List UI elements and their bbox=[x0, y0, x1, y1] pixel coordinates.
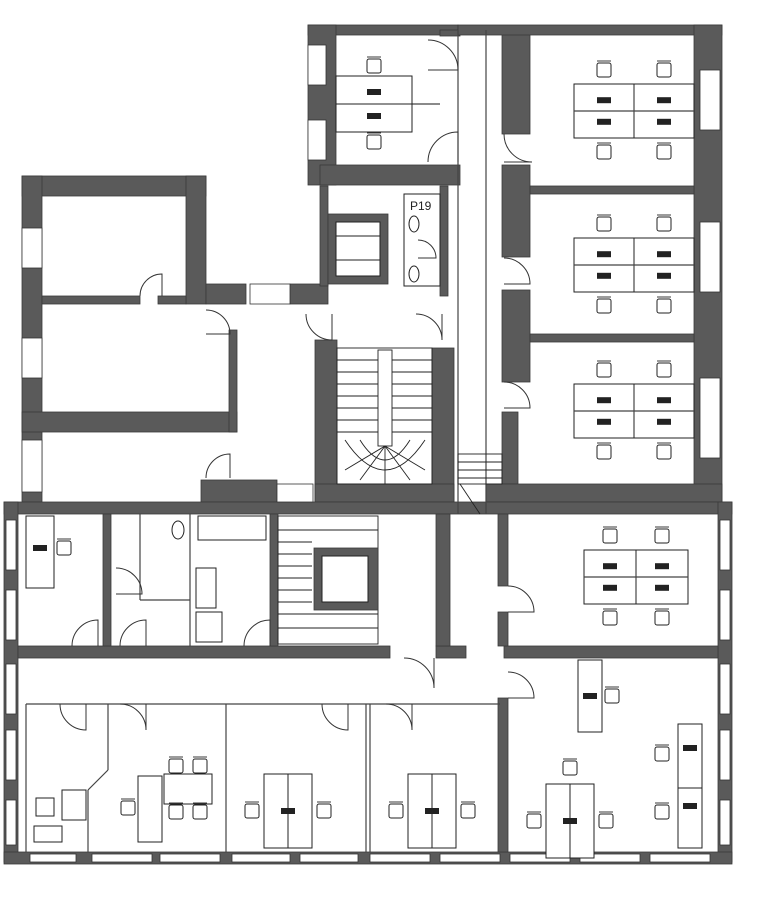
monitor bbox=[603, 563, 617, 570]
monitor bbox=[657, 272, 671, 279]
monitor bbox=[683, 745, 697, 751]
office-chair bbox=[596, 144, 612, 160]
office-chair bbox=[168, 804, 184, 820]
office-chair bbox=[366, 134, 382, 150]
room-label: P19 bbox=[410, 199, 432, 213]
monitor bbox=[33, 545, 47, 551]
lower-left-fixtures bbox=[33, 789, 87, 843]
office-chair bbox=[602, 528, 618, 544]
office-chair bbox=[316, 803, 332, 819]
meeting-table bbox=[163, 773, 213, 805]
monitor bbox=[583, 693, 597, 699]
windows bbox=[5, 44, 731, 863]
office-chair bbox=[656, 362, 672, 378]
office-chair bbox=[596, 362, 612, 378]
desk bbox=[137, 775, 163, 843]
office-chair bbox=[604, 688, 620, 704]
monitor bbox=[657, 118, 671, 125]
office-chair bbox=[656, 216, 672, 232]
office-chair bbox=[654, 610, 670, 626]
office-chair bbox=[460, 803, 476, 819]
office-chair bbox=[656, 298, 672, 314]
main-staircase bbox=[336, 347, 433, 485]
office-chair bbox=[526, 813, 542, 829]
office-chair bbox=[388, 803, 404, 819]
monitor bbox=[655, 563, 669, 570]
office-chair bbox=[654, 804, 670, 820]
office-chair bbox=[656, 144, 672, 160]
office-chair bbox=[366, 58, 382, 74]
corridor-stair-steps bbox=[457, 453, 503, 515]
monitor bbox=[597, 397, 611, 404]
restroom-block bbox=[171, 515, 267, 643]
monitor bbox=[657, 418, 671, 425]
monitor bbox=[655, 584, 669, 591]
monitor bbox=[657, 251, 671, 258]
monitor bbox=[657, 97, 671, 104]
monitor bbox=[597, 418, 611, 425]
office-chair bbox=[596, 298, 612, 314]
wc-room: P19 bbox=[403, 193, 441, 287]
walls bbox=[3, 24, 733, 865]
furniture-layer bbox=[25, 56, 703, 859]
monitor bbox=[563, 818, 577, 824]
office-chair bbox=[654, 528, 670, 544]
monitor bbox=[367, 89, 381, 95]
office-chair bbox=[656, 62, 672, 78]
monitor bbox=[657, 397, 671, 404]
monitor bbox=[683, 803, 697, 809]
elevator-core bbox=[327, 213, 389, 285]
office-chair bbox=[56, 540, 72, 556]
office-chair bbox=[244, 803, 260, 819]
office-chair bbox=[168, 758, 184, 774]
doors bbox=[59, 39, 535, 731]
office-chair bbox=[562, 760, 578, 776]
monitor bbox=[603, 584, 617, 591]
monitor bbox=[597, 97, 611, 104]
office-chair bbox=[120, 800, 136, 816]
office-chair bbox=[596, 62, 612, 78]
monitor bbox=[367, 113, 381, 119]
monitor bbox=[597, 272, 611, 279]
secondary-staircase bbox=[277, 515, 379, 645]
monitor bbox=[425, 808, 439, 814]
office-chair bbox=[192, 758, 208, 774]
desk bbox=[25, 515, 55, 589]
office-chair bbox=[656, 444, 672, 460]
office-chair bbox=[596, 216, 612, 232]
office-chair bbox=[192, 804, 208, 820]
partitions bbox=[25, 30, 500, 852]
desk bbox=[677, 787, 703, 849]
office-chair bbox=[654, 746, 670, 762]
monitor bbox=[281, 808, 295, 814]
office-chair bbox=[596, 444, 612, 460]
office-chair bbox=[602, 610, 618, 626]
monitor bbox=[597, 251, 611, 258]
office-chair bbox=[598, 813, 614, 829]
desk bbox=[677, 723, 703, 789]
monitor bbox=[597, 118, 611, 125]
